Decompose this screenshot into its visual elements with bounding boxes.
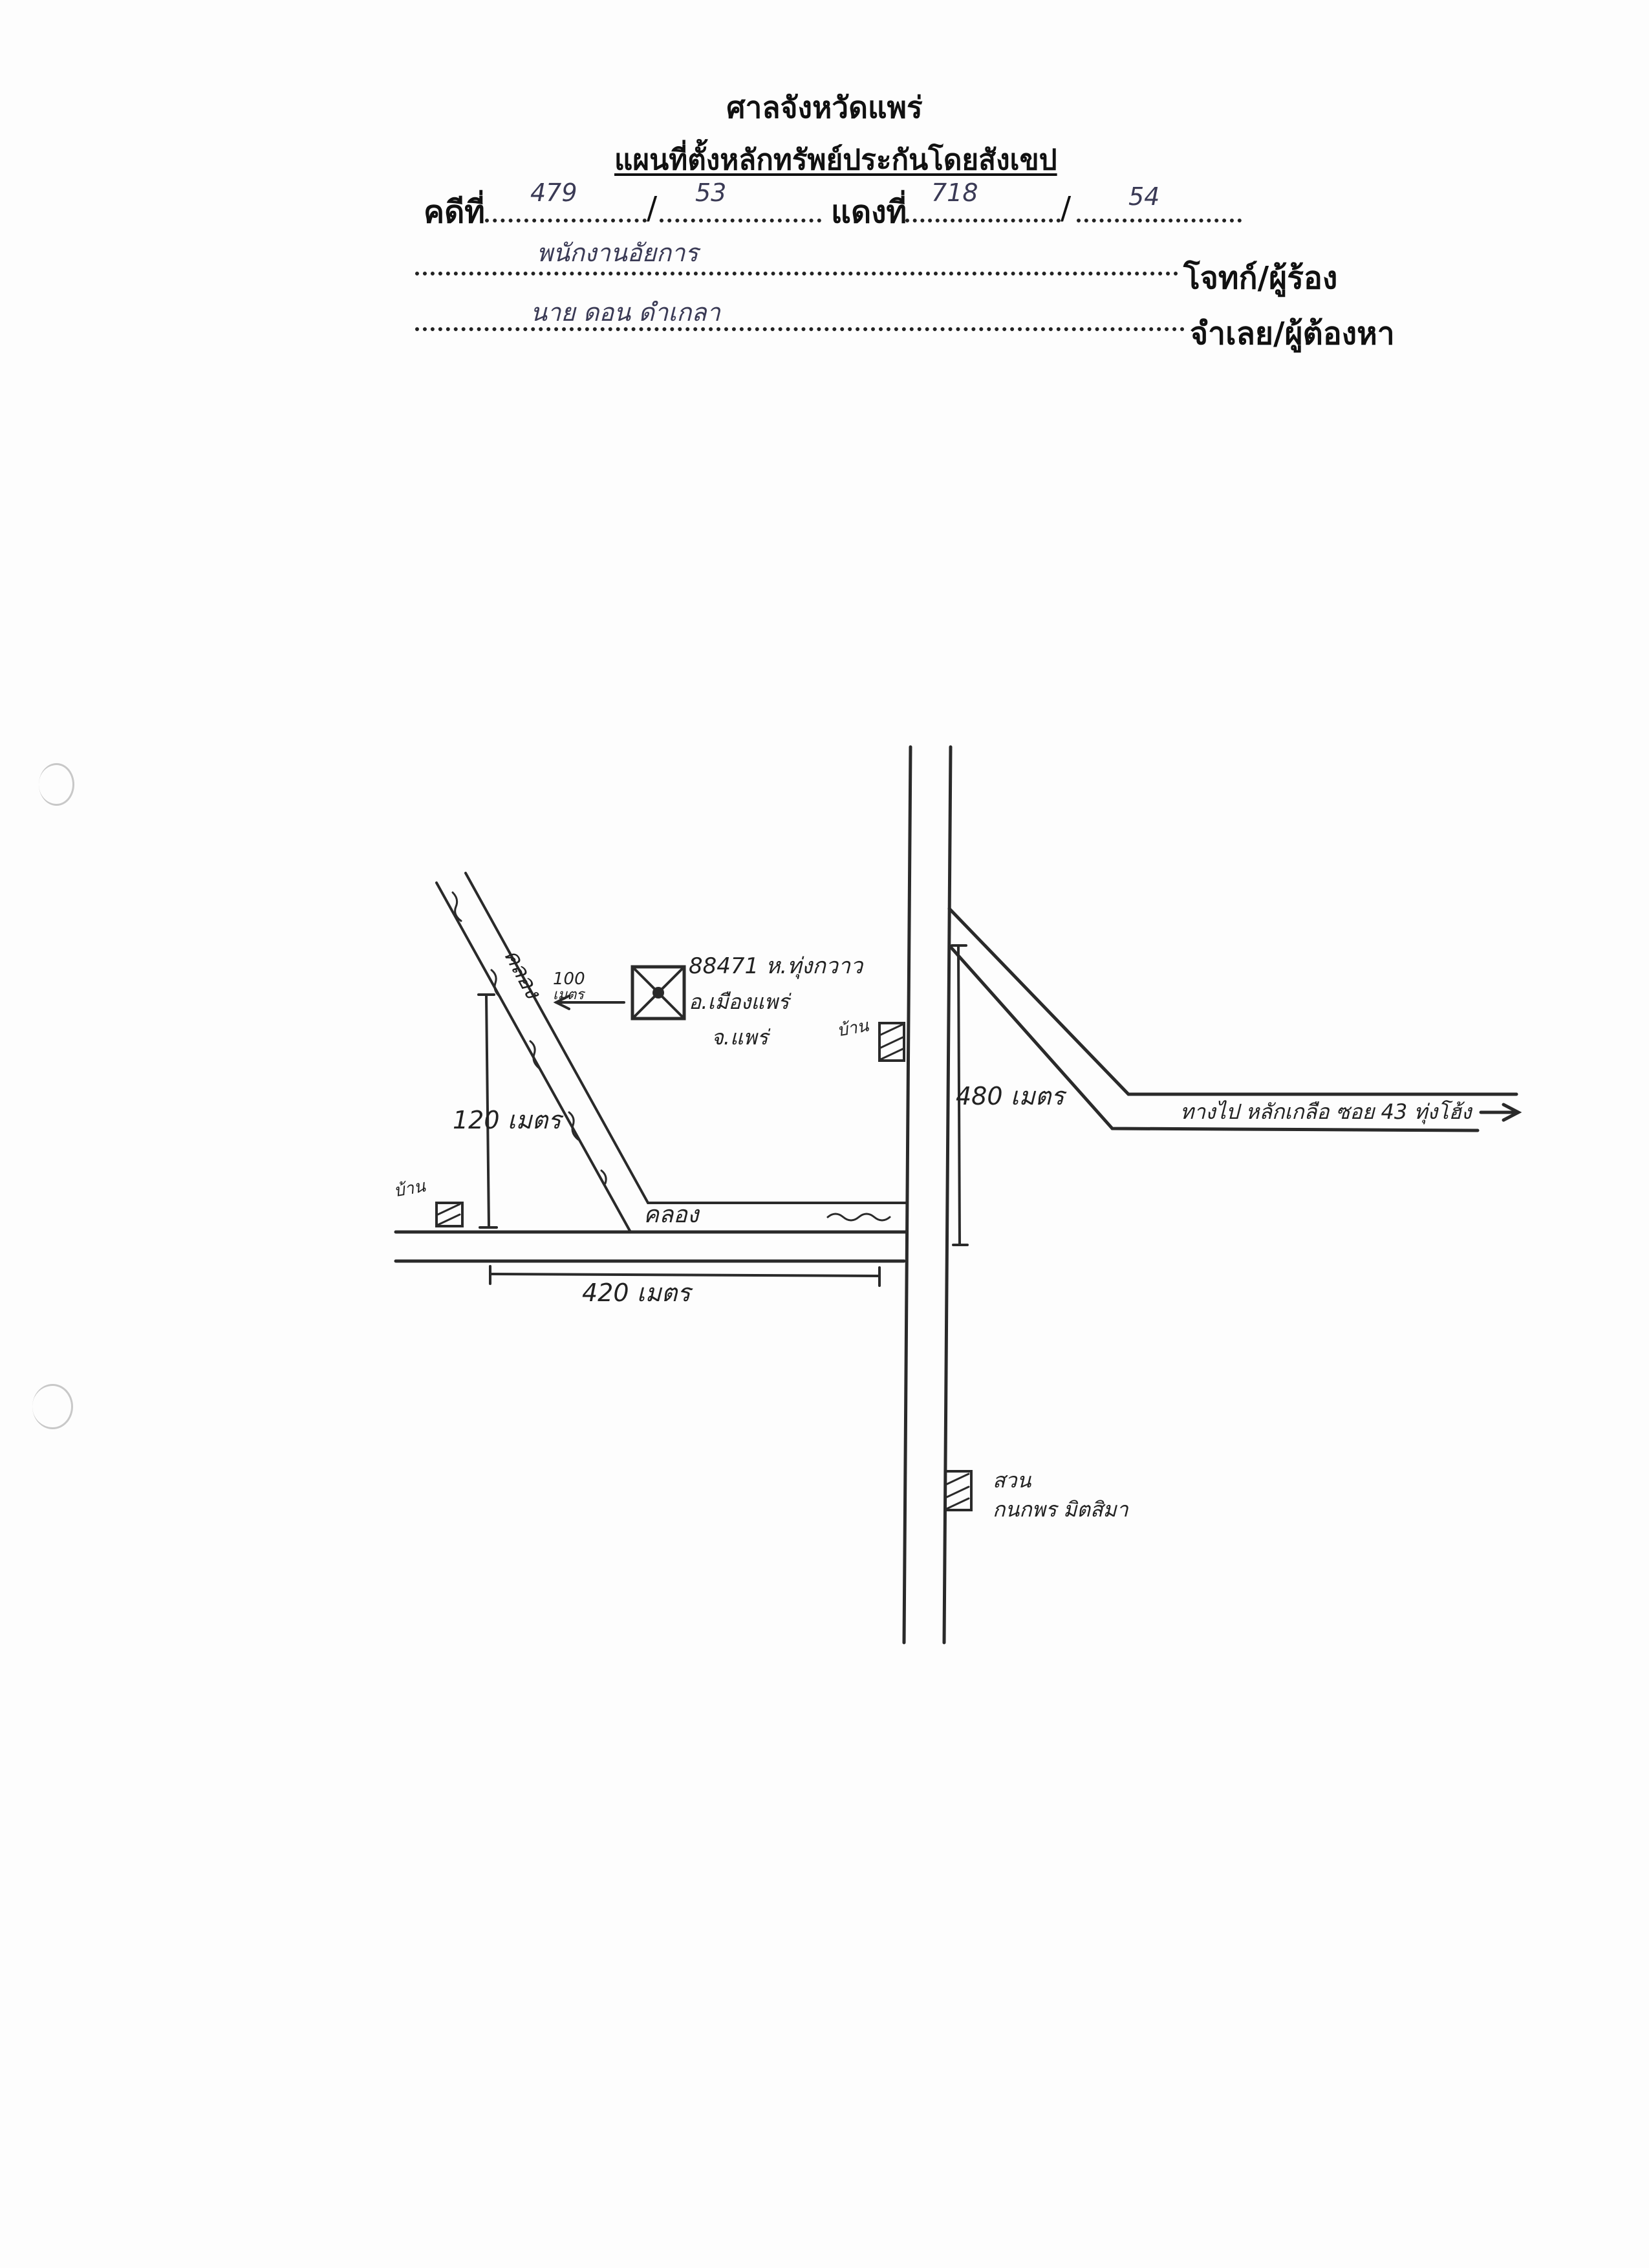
court-title: ศาลจังหวัดแพร่ (726, 90, 923, 125)
east-road-bottom-edge (947, 944, 1480, 1132)
distance-120-label: 120 เมตร (453, 1106, 564, 1134)
slash-2: / (1061, 190, 1072, 226)
canal-east-bank (464, 872, 908, 1204)
canal-label-horizontal: คลอง (643, 1202, 700, 1228)
red-case-label: แดงที่ (831, 194, 907, 230)
punch-hole-mark (39, 763, 74, 806)
slash-1: / (647, 190, 658, 226)
house-marker-west (435, 1202, 464, 1227)
distance-100-unit: เมตร (553, 987, 586, 1003)
distance-420-line (489, 1273, 881, 1277)
defendant-name: นาย ดอน ดำเกลา (530, 298, 720, 327)
plot-number: 88471 ห.ทุ่งกวาว (689, 953, 864, 979)
distance-480-label: 480 เมตร (956, 1082, 1067, 1110)
distance-100-value: 100 (553, 969, 585, 989)
arrow-head (1502, 1103, 1522, 1122)
main-road-left-edge (902, 745, 912, 1645)
document-subtitle: แผนที่ตั้งหลักทรัพย์ประกันโดยสังเขป (614, 144, 1057, 177)
defendant-field (415, 327, 1185, 331)
distance-480-line (957, 944, 961, 1246)
distance-120-line (485, 995, 490, 1229)
black-case-label: คดีที่ (424, 194, 485, 230)
canal-water-marks (451, 891, 607, 1185)
distance-420-label: 420 เมตร (582, 1279, 693, 1307)
east-road-top-edge (947, 907, 1518, 1096)
plot-district: อ.เมืองแพร่ (689, 989, 792, 1014)
black-case-year-field (660, 219, 821, 222)
red-case-no: 718 (931, 178, 978, 207)
plaintiff-name: พนักงานอัยการ (537, 239, 698, 267)
defendant-label: จำเลย/ผู้ต้องหา (1190, 316, 1395, 352)
house-label-west: บ้าน (393, 1176, 428, 1201)
collateral-plot-marker (630, 965, 686, 1021)
garden-marker (944, 1470, 973, 1511)
plot-province: จ.แพร่ (711, 1025, 771, 1050)
canal-label-diagonal: คลอง (499, 945, 546, 1004)
road-direction-label: ทางไป หลักเกลือ ซอย 43 ทุ่งโฮ้ง (1180, 1099, 1473, 1125)
canal-water-marks (826, 1213, 891, 1222)
punch-hole-mark (32, 1384, 73, 1429)
house-marker-east (878, 1022, 905, 1062)
plaintiff-label: โจทก์/ผู้ร้อง (1183, 260, 1338, 296)
red-case-year-field (1077, 219, 1242, 222)
red-case-year: 54 (1128, 182, 1160, 211)
garden-owner-label: กนกพร มิตสิมา (993, 1497, 1129, 1522)
black-case-year: 53 (695, 178, 727, 207)
house-label-east: บ้าน (835, 1016, 871, 1041)
red-case-no-field (905, 219, 1061, 222)
black-case-no-field (485, 219, 647, 222)
black-case-no: 479 (530, 178, 577, 207)
garden-label: สวน (993, 1468, 1032, 1493)
plaintiff-field (415, 272, 1178, 275)
